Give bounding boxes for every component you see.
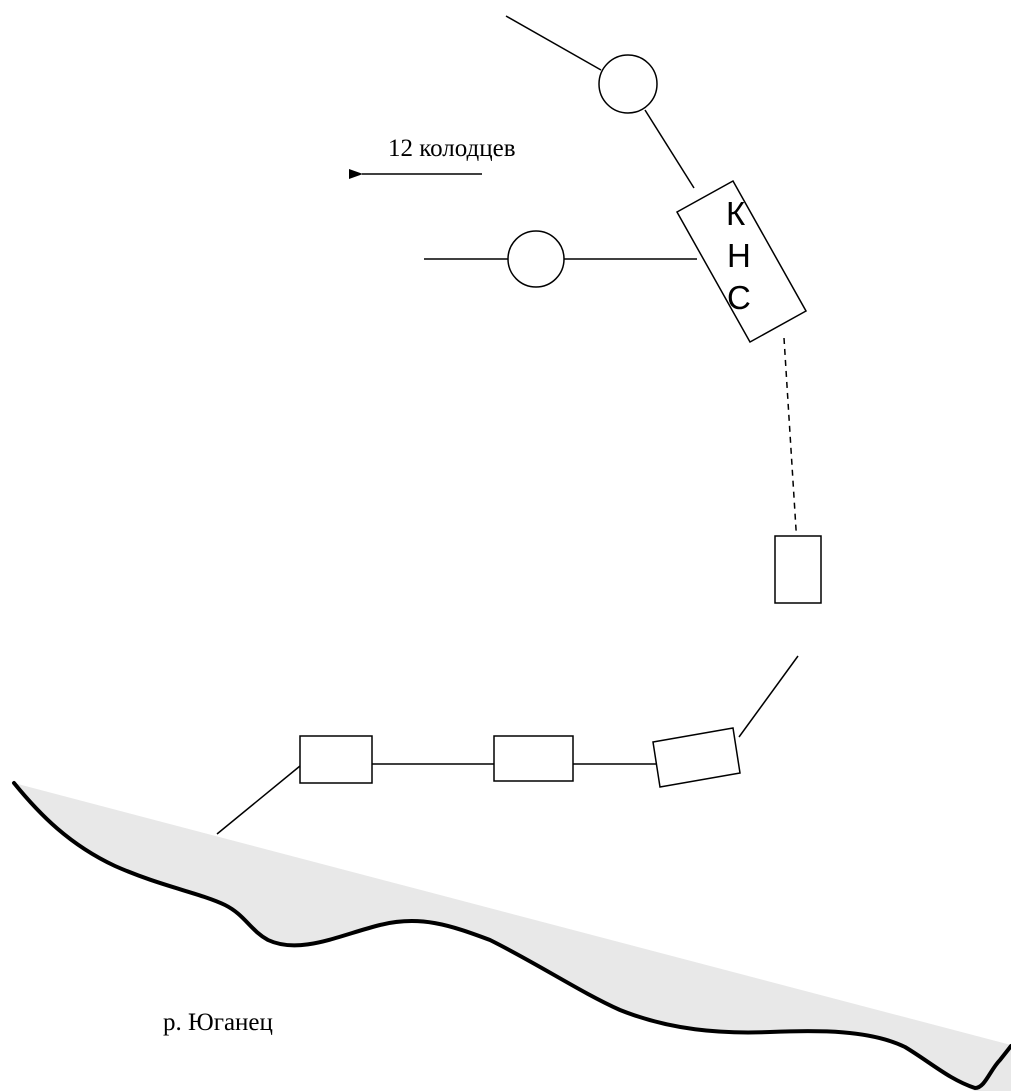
river-label: р. Юганец bbox=[163, 1009, 273, 1036]
wells-count-label: 12 колодцев bbox=[388, 135, 516, 162]
pump-station-box bbox=[675, 179, 808, 344]
river-bank-line bbox=[12, 781, 1011, 1090]
treatment-unit-tilted bbox=[652, 727, 741, 788]
pump-station-letter-2: Н bbox=[727, 237, 751, 274]
treatment-unit-middle bbox=[493, 735, 574, 782]
treatment-unit-left bbox=[299, 735, 373, 784]
pump-station-letter-1: К bbox=[726, 195, 746, 232]
treatment-unit-vertical bbox=[774, 535, 822, 604]
well-side bbox=[507, 230, 565, 288]
pipe-well-top-to-kns bbox=[644, 109, 695, 189]
pipe-top-inlet bbox=[505, 15, 602, 71]
pressure-pipe-dashed bbox=[783, 337, 798, 546]
pump-station-letter-3: С bbox=[727, 279, 751, 316]
pipe-to-tilted-unit bbox=[738, 655, 799, 738]
well-top bbox=[598, 54, 658, 114]
outlet-pipe-to-river bbox=[216, 765, 301, 835]
river-area bbox=[14, 783, 1011, 1091]
